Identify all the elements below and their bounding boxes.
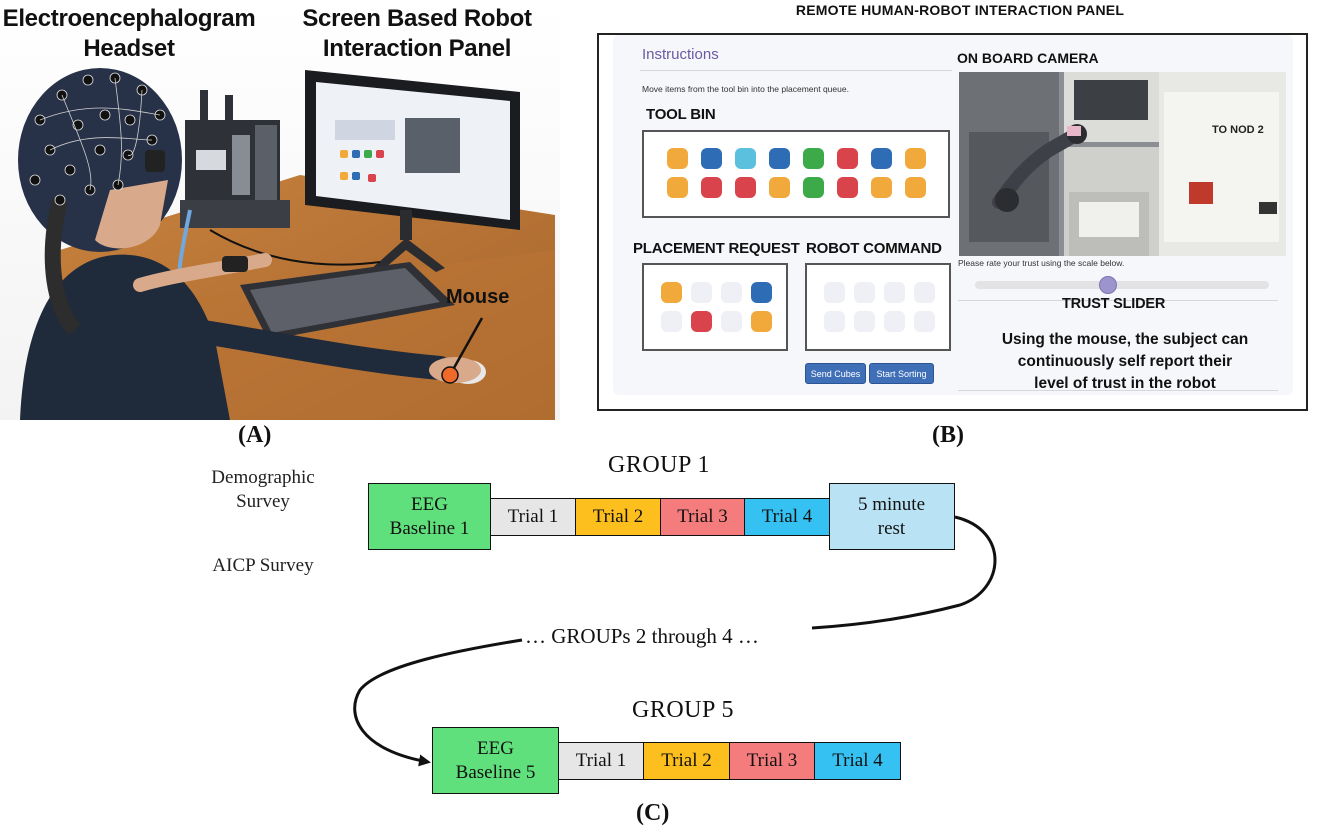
empty-cube-slot[interactable] [914, 282, 935, 303]
orange-cube[interactable] [751, 311, 772, 332]
trust-slider-thumb[interactable] [1099, 276, 1118, 294]
tool-bin-label: TOOL BIN [646, 106, 716, 123]
orange-cube[interactable] [905, 177, 926, 198]
green-cube[interactable] [803, 177, 824, 198]
divider [640, 70, 952, 71]
orange-cube[interactable] [667, 148, 688, 169]
placement-request-box[interactable] [642, 263, 788, 351]
mouse-marker [441, 366, 459, 384]
red-cube[interactable] [837, 177, 858, 198]
send-cubes-button[interactable]: Send Cubes [805, 363, 866, 384]
connector-to-groups [811, 515, 997, 630]
instructions-text: Move items from the tool bin into the pl… [642, 84, 849, 94]
group-5-title: GROUP 5 [632, 697, 734, 723]
empty-cube-slot[interactable] [854, 311, 875, 332]
empty-cube-slot[interactable] [661, 311, 682, 332]
camera-sign-text: TO NOD 2 [1212, 124, 1264, 136]
blue-cube[interactable] [701, 148, 722, 169]
panel-b-title: REMOTE HUMAN-ROBOT INTERACTION PANEL [795, 2, 1125, 18]
robot-command-box[interactable] [805, 263, 951, 351]
blue-cube[interactable] [769, 148, 790, 169]
instructions-title: Instructions [642, 46, 719, 63]
empty-cube-slot[interactable] [914, 311, 935, 332]
intermediate-groups-label: … GROUPs 2 through 4 … [525, 624, 759, 648]
blue-cube[interactable] [871, 148, 892, 169]
blue-cube[interactable] [751, 282, 772, 303]
red-cube[interactable] [735, 177, 756, 198]
empty-cube-slot[interactable] [884, 282, 905, 303]
trust-slider[interactable] [975, 276, 1269, 294]
group-5-trial-1-segment: Trial 1 [557, 741, 645, 780]
mouse-label: Mouse [446, 286, 510, 308]
trust-rate-prompt: Please rate your trust using the scale b… [958, 258, 1125, 268]
group-5-trial-4-segment: Trial 4 [814, 741, 901, 780]
connector-to-group-5 [353, 638, 523, 767]
tool-bin[interactable] [642, 130, 950, 218]
orange-cube[interactable] [667, 177, 688, 198]
orange-cube[interactable] [661, 282, 682, 303]
empty-cube-slot[interactable] [721, 311, 742, 332]
screen-panel-label: Screen Based Robot Interaction Panel [302, 5, 532, 62]
group-5-trial-3-segment: Trial 3 [728, 741, 816, 780]
divider [958, 390, 1278, 391]
placement-request-label: PLACEMENT REQUEST [633, 240, 800, 257]
subject-person [18, 68, 481, 420]
group-1-trial-3-segment: Trial 3 [659, 497, 746, 536]
camera-feed: TO NOD 2 [959, 72, 1286, 256]
panel-b-letter: (B) [932, 422, 964, 448]
red-cube[interactable] [691, 311, 712, 332]
red-cube[interactable] [837, 148, 858, 169]
panel-a-letter: (A) [238, 422, 272, 448]
empty-cube-slot[interactable] [721, 282, 742, 303]
start-sorting-button[interactable]: Start Sorting [869, 363, 934, 384]
camera-label: ON BOARD CAMERA [957, 50, 1099, 66]
demographic-survey-label: Demographic Survey [211, 467, 315, 512]
empty-cube-slot[interactable] [854, 282, 875, 303]
empty-cube-slot[interactable] [824, 282, 845, 303]
green-cube[interactable] [803, 148, 824, 169]
monitor [305, 70, 520, 274]
eeg-setup-illustration [0, 0, 560, 420]
orange-cube[interactable] [769, 177, 790, 198]
group-1-trial-2-segment: Trial 2 [575, 497, 661, 536]
empty-cube-slot[interactable] [884, 311, 905, 332]
divider [958, 300, 1278, 301]
group-5-trial-2-segment: Trial 2 [643, 741, 730, 780]
lightblue-cube[interactable] [735, 148, 756, 169]
empty-cube-slot[interactable] [824, 311, 845, 332]
panel-c-letter: (C) [636, 800, 670, 826]
red-cube[interactable] [701, 177, 722, 198]
aicp-survey-label: AICP Survey [212, 555, 314, 576]
headset-label: Electroencephalogram Headset [2, 5, 256, 62]
orange-cube[interactable] [871, 177, 892, 198]
robot-command-label: ROBOT COMMAND [806, 240, 942, 257]
trust-caption: Using the mouse, the subject can continu… [1001, 331, 1249, 392]
empty-cube-slot[interactable] [691, 282, 712, 303]
panel-a-photo: Electroencephalogram Headset Screen Base… [0, 0, 560, 420]
mouse-pointer-line [448, 317, 484, 376]
trust-slider-label: TRUST SLIDER [1062, 296, 1166, 312]
group-1-title: GROUP 1 [608, 452, 710, 478]
orange-cube[interactable] [905, 148, 926, 169]
